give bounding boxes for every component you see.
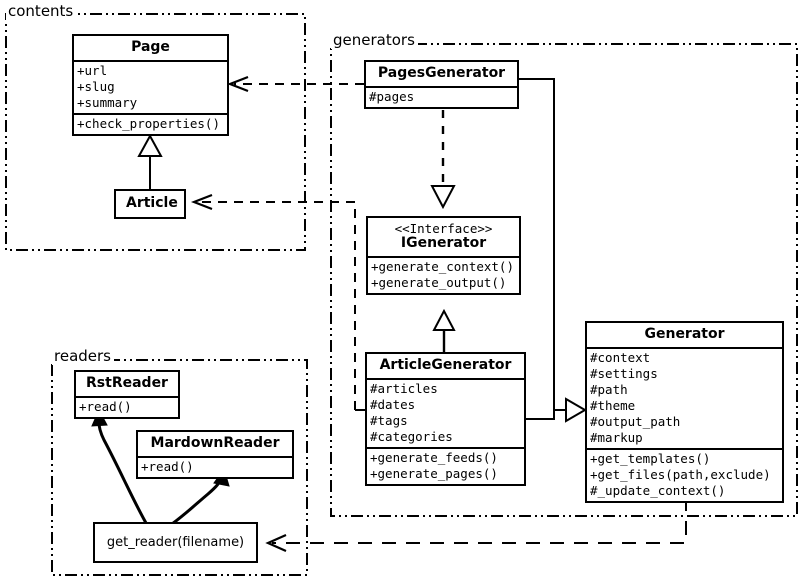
package-label-contents-text: contents xyxy=(8,2,74,20)
attribute-row: #pages xyxy=(369,88,415,104)
gen-article-to-page-triangle xyxy=(137,133,163,157)
attribute-row: #articles xyxy=(370,380,438,396)
gen-pagesgenerator-to-generator xyxy=(519,78,566,411)
attribute-row: #theme xyxy=(590,397,636,413)
divider xyxy=(74,59,227,62)
attribute-row: #categories xyxy=(370,428,453,444)
attribute-row: #markup xyxy=(590,429,643,445)
divider xyxy=(367,446,524,449)
attribute-row: #tags xyxy=(370,412,408,428)
attribute-row: #path xyxy=(590,381,628,397)
class-generator-operations: +get_templates() +get_files(path,exclude… xyxy=(587,450,782,501)
class-page-operations: +check_properties() xyxy=(74,115,227,134)
operation-row: +generate_output() xyxy=(371,274,507,290)
class-igenerator-title: <<Interface>> IGenerator xyxy=(368,218,519,256)
package-frame-readers xyxy=(51,359,308,576)
operation-row: +check_properties() xyxy=(77,115,220,131)
package-frame-contents xyxy=(5,13,306,251)
package-label-generators-text: generators xyxy=(333,31,415,49)
package-label-readers: readers xyxy=(52,347,114,365)
class-page[interactable]: Page +url +slug +summary +check_properti… xyxy=(72,34,229,136)
class-pages-generator-attributes: #pages xyxy=(366,88,517,107)
class-article-generator-title: ArticleGenerator xyxy=(379,357,512,373)
divider xyxy=(587,447,782,450)
class-pages-generator[interactable]: PagesGenerator #pages xyxy=(364,60,519,109)
package-frame-generators xyxy=(330,43,798,517)
class-igenerator[interactable]: <<Interface>> IGenerator +generate_conte… xyxy=(366,216,521,295)
attribute-row: +summary xyxy=(77,94,138,110)
class-generator[interactable]: Generator #context #settings #path #them… xyxy=(585,321,784,503)
class-article-title: Article xyxy=(126,195,178,211)
attribute-row: #dates xyxy=(370,396,416,412)
class-article[interactable]: Article xyxy=(114,189,186,219)
class-rst-reader-title: RstReader xyxy=(86,375,168,391)
class-igenerator-name: IGenerator xyxy=(400,235,487,252)
class-igenerator-operations: +generate_context() +generate_output() xyxy=(368,258,519,293)
gen-articlegenerator-to-generator xyxy=(526,410,555,420)
operation-row: +generate_pages() xyxy=(370,465,498,481)
class-article-generator-attributes: #articles #dates #tags #categories xyxy=(367,380,524,447)
class-page-title: Page xyxy=(131,39,170,55)
divider xyxy=(367,377,524,380)
function-box-get-reader-label: get_reader(filename) xyxy=(106,535,245,550)
divider xyxy=(366,85,517,88)
operation-row: +read() xyxy=(79,398,132,414)
dep-articlegenerator-to-article-arrowhead xyxy=(190,193,213,211)
attribute-row: +slug xyxy=(77,78,115,94)
operation-row: +read() xyxy=(141,458,194,474)
real-pagesgenerator-to-igenerator-triangle xyxy=(430,185,456,210)
class-rst-reader[interactable]: RstReader +read() xyxy=(74,370,180,419)
attribute-row: +url xyxy=(77,62,108,78)
dep-articlegenerator-to-article xyxy=(198,201,356,410)
operation-row: +generate_feeds() xyxy=(370,449,498,465)
dep-generator-to-getreader xyxy=(272,497,687,544)
package-label-readers-text: readers xyxy=(54,347,111,365)
class-mardown-reader[interactable]: MardownReader +read() xyxy=(136,430,294,479)
gen-articlegenerator-to-igenerator-triangle xyxy=(432,308,456,331)
class-mardown-reader-operations: +read() xyxy=(138,458,292,477)
class-pages-generator-title: PagesGenerator xyxy=(377,65,506,81)
class-article-generator-operations: +generate_feeds() +generate_pages() xyxy=(367,449,524,484)
class-generator-title: Generator xyxy=(644,326,725,342)
class-article-generator[interactable]: ArticleGenerator #articles #dates #tags … xyxy=(365,352,526,486)
class-igenerator-stereotype: <<Interface>> xyxy=(394,221,493,236)
class-generator-attributes: #context #settings #path #theme #output_… xyxy=(587,349,782,448)
gen-to-generator-triangle xyxy=(565,397,587,423)
operation-row: +generate_context() xyxy=(371,258,514,274)
divider xyxy=(76,395,178,398)
attribute-row: #context xyxy=(590,349,651,365)
package-label-contents: contents xyxy=(6,2,77,20)
operation-row: +get_files(path,exclude) xyxy=(590,466,771,482)
class-page-attributes: +url +slug +summary xyxy=(74,62,227,113)
attribute-row: #output_path xyxy=(590,413,681,429)
package-label-generators: generators xyxy=(331,31,418,49)
divider xyxy=(74,112,227,115)
attribute-row: #settings xyxy=(590,365,658,381)
function-box-get-reader[interactable]: get_reader(filename) xyxy=(93,522,258,563)
dep-pagesgenerator-to-page-arrowhead xyxy=(226,75,249,93)
divider xyxy=(587,346,782,349)
class-mardown-reader-title: MardownReader xyxy=(150,435,280,451)
divider xyxy=(368,255,519,258)
dep-generator-to-getreader-arrowhead xyxy=(265,533,287,553)
divider xyxy=(138,455,292,458)
class-rst-reader-operations: +read() xyxy=(76,398,178,417)
operation-row: #_update_context() xyxy=(590,482,726,498)
operation-row: +get_templates() xyxy=(590,450,711,466)
